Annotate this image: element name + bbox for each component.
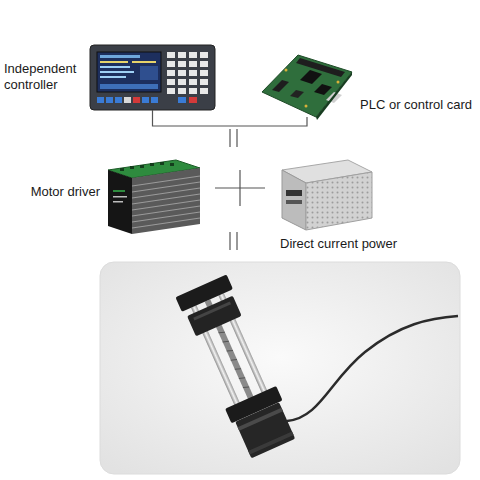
controller-device bbox=[100, 71, 134, 73]
linear-actuator bbox=[235, 402, 295, 458]
device-box: Direct current power bbox=[280, 160, 372, 232]
controller-device bbox=[200, 61, 208, 67]
power-supply-device bbox=[282, 160, 372, 230]
controller-device bbox=[200, 79, 208, 85]
device-label: Direct current power bbox=[280, 236, 397, 252]
controller-device bbox=[90, 45, 215, 110]
controller-device bbox=[124, 97, 131, 103]
motor-driver-device bbox=[113, 201, 123, 203]
motor-driver-device bbox=[132, 168, 200, 234]
power-supply-device bbox=[286, 190, 302, 196]
controller-device bbox=[189, 88, 197, 94]
linear-actuator bbox=[248, 431, 293, 454]
controller-device bbox=[97, 97, 104, 103]
control-card bbox=[314, 84, 332, 95]
controller-device bbox=[178, 52, 186, 58]
device-box: Independent controller bbox=[90, 45, 215, 110]
join-symbol bbox=[229, 232, 230, 250]
motor-driver-device bbox=[113, 190, 125, 192]
device-label: PLC or control card bbox=[360, 97, 472, 113]
motor-driver-device bbox=[120, 162, 174, 171]
controller-device bbox=[106, 97, 113, 103]
motor-driver-device bbox=[108, 160, 200, 234]
controller-device bbox=[100, 76, 126, 78]
controller-device bbox=[189, 70, 197, 76]
join-symbol bbox=[239, 170, 240, 206]
power-supply-device bbox=[286, 200, 302, 204]
control-card bbox=[272, 80, 289, 92]
linear-actuator bbox=[219, 330, 250, 389]
motor-driver-device bbox=[132, 176, 200, 228]
motor-driver-device bbox=[130, 166, 134, 169]
motor-driver-device bbox=[140, 165, 144, 168]
motor-driver-device bbox=[170, 163, 174, 166]
controller-device bbox=[189, 52, 197, 58]
controller-device bbox=[151, 97, 158, 103]
device-box: PLC or control card bbox=[262, 55, 352, 117]
controller-device bbox=[100, 55, 140, 58]
controller-device bbox=[178, 88, 186, 94]
controller-device bbox=[178, 97, 186, 103]
controller-device bbox=[167, 88, 175, 94]
control-card bbox=[262, 55, 352, 117]
controller-device bbox=[189, 79, 197, 85]
actuator-panel bbox=[100, 262, 460, 474]
controller-device bbox=[97, 52, 161, 92]
motor-driver-device bbox=[113, 196, 127, 198]
controller-device bbox=[189, 97, 197, 103]
controller-device bbox=[167, 79, 175, 85]
controller-device bbox=[132, 61, 156, 63]
control-card bbox=[300, 70, 322, 84]
linear-actuator bbox=[238, 408, 283, 431]
controller-device bbox=[100, 84, 158, 89]
control-card bbox=[305, 105, 308, 108]
control-card bbox=[285, 69, 288, 72]
controller-device bbox=[200, 52, 208, 58]
control-card bbox=[290, 90, 304, 98]
device-label: Independent controller bbox=[4, 61, 92, 94]
device-box: Motor driver bbox=[108, 160, 200, 234]
controller-device bbox=[167, 52, 208, 94]
linear-actuator bbox=[193, 301, 231, 320]
control-card bbox=[316, 72, 352, 120]
controller-device bbox=[133, 97, 140, 103]
controller-device bbox=[167, 61, 175, 67]
controller-device bbox=[167, 70, 175, 76]
controller-device bbox=[189, 61, 197, 67]
motor-driver-device bbox=[160, 162, 164, 165]
controller-device bbox=[200, 88, 208, 94]
connector-line bbox=[153, 110, 308, 126]
controller-device bbox=[90, 45, 215, 110]
power-supply-device bbox=[306, 172, 372, 230]
join-symbol bbox=[215, 129, 265, 250]
control-card bbox=[262, 55, 352, 120]
motor-driver-device bbox=[120, 168, 124, 171]
join-symbol bbox=[236, 129, 237, 147]
controller-device bbox=[140, 66, 158, 80]
controller-device bbox=[100, 61, 128, 63]
control-card bbox=[337, 81, 340, 84]
controller-device bbox=[142, 97, 149, 103]
controller-device bbox=[178, 61, 186, 67]
device-label: Motor driver bbox=[31, 184, 100, 200]
controller-device bbox=[115, 97, 122, 103]
power-supply-device bbox=[282, 170, 306, 230]
linear-actuator bbox=[187, 296, 242, 336]
actuator-panel bbox=[100, 262, 460, 474]
join-symbol bbox=[236, 232, 237, 250]
controller-device bbox=[178, 70, 186, 76]
controller-device bbox=[178, 79, 186, 85]
actuator-panel bbox=[287, 316, 458, 421]
motor-driver-device bbox=[150, 163, 154, 166]
controller-device bbox=[100, 66, 130, 68]
linear-actuator bbox=[175, 274, 299, 459]
join-symbol bbox=[229, 129, 230, 147]
motor-driver-device bbox=[108, 170, 132, 234]
controller-device bbox=[200, 70, 208, 76]
controller-device bbox=[167, 52, 175, 58]
